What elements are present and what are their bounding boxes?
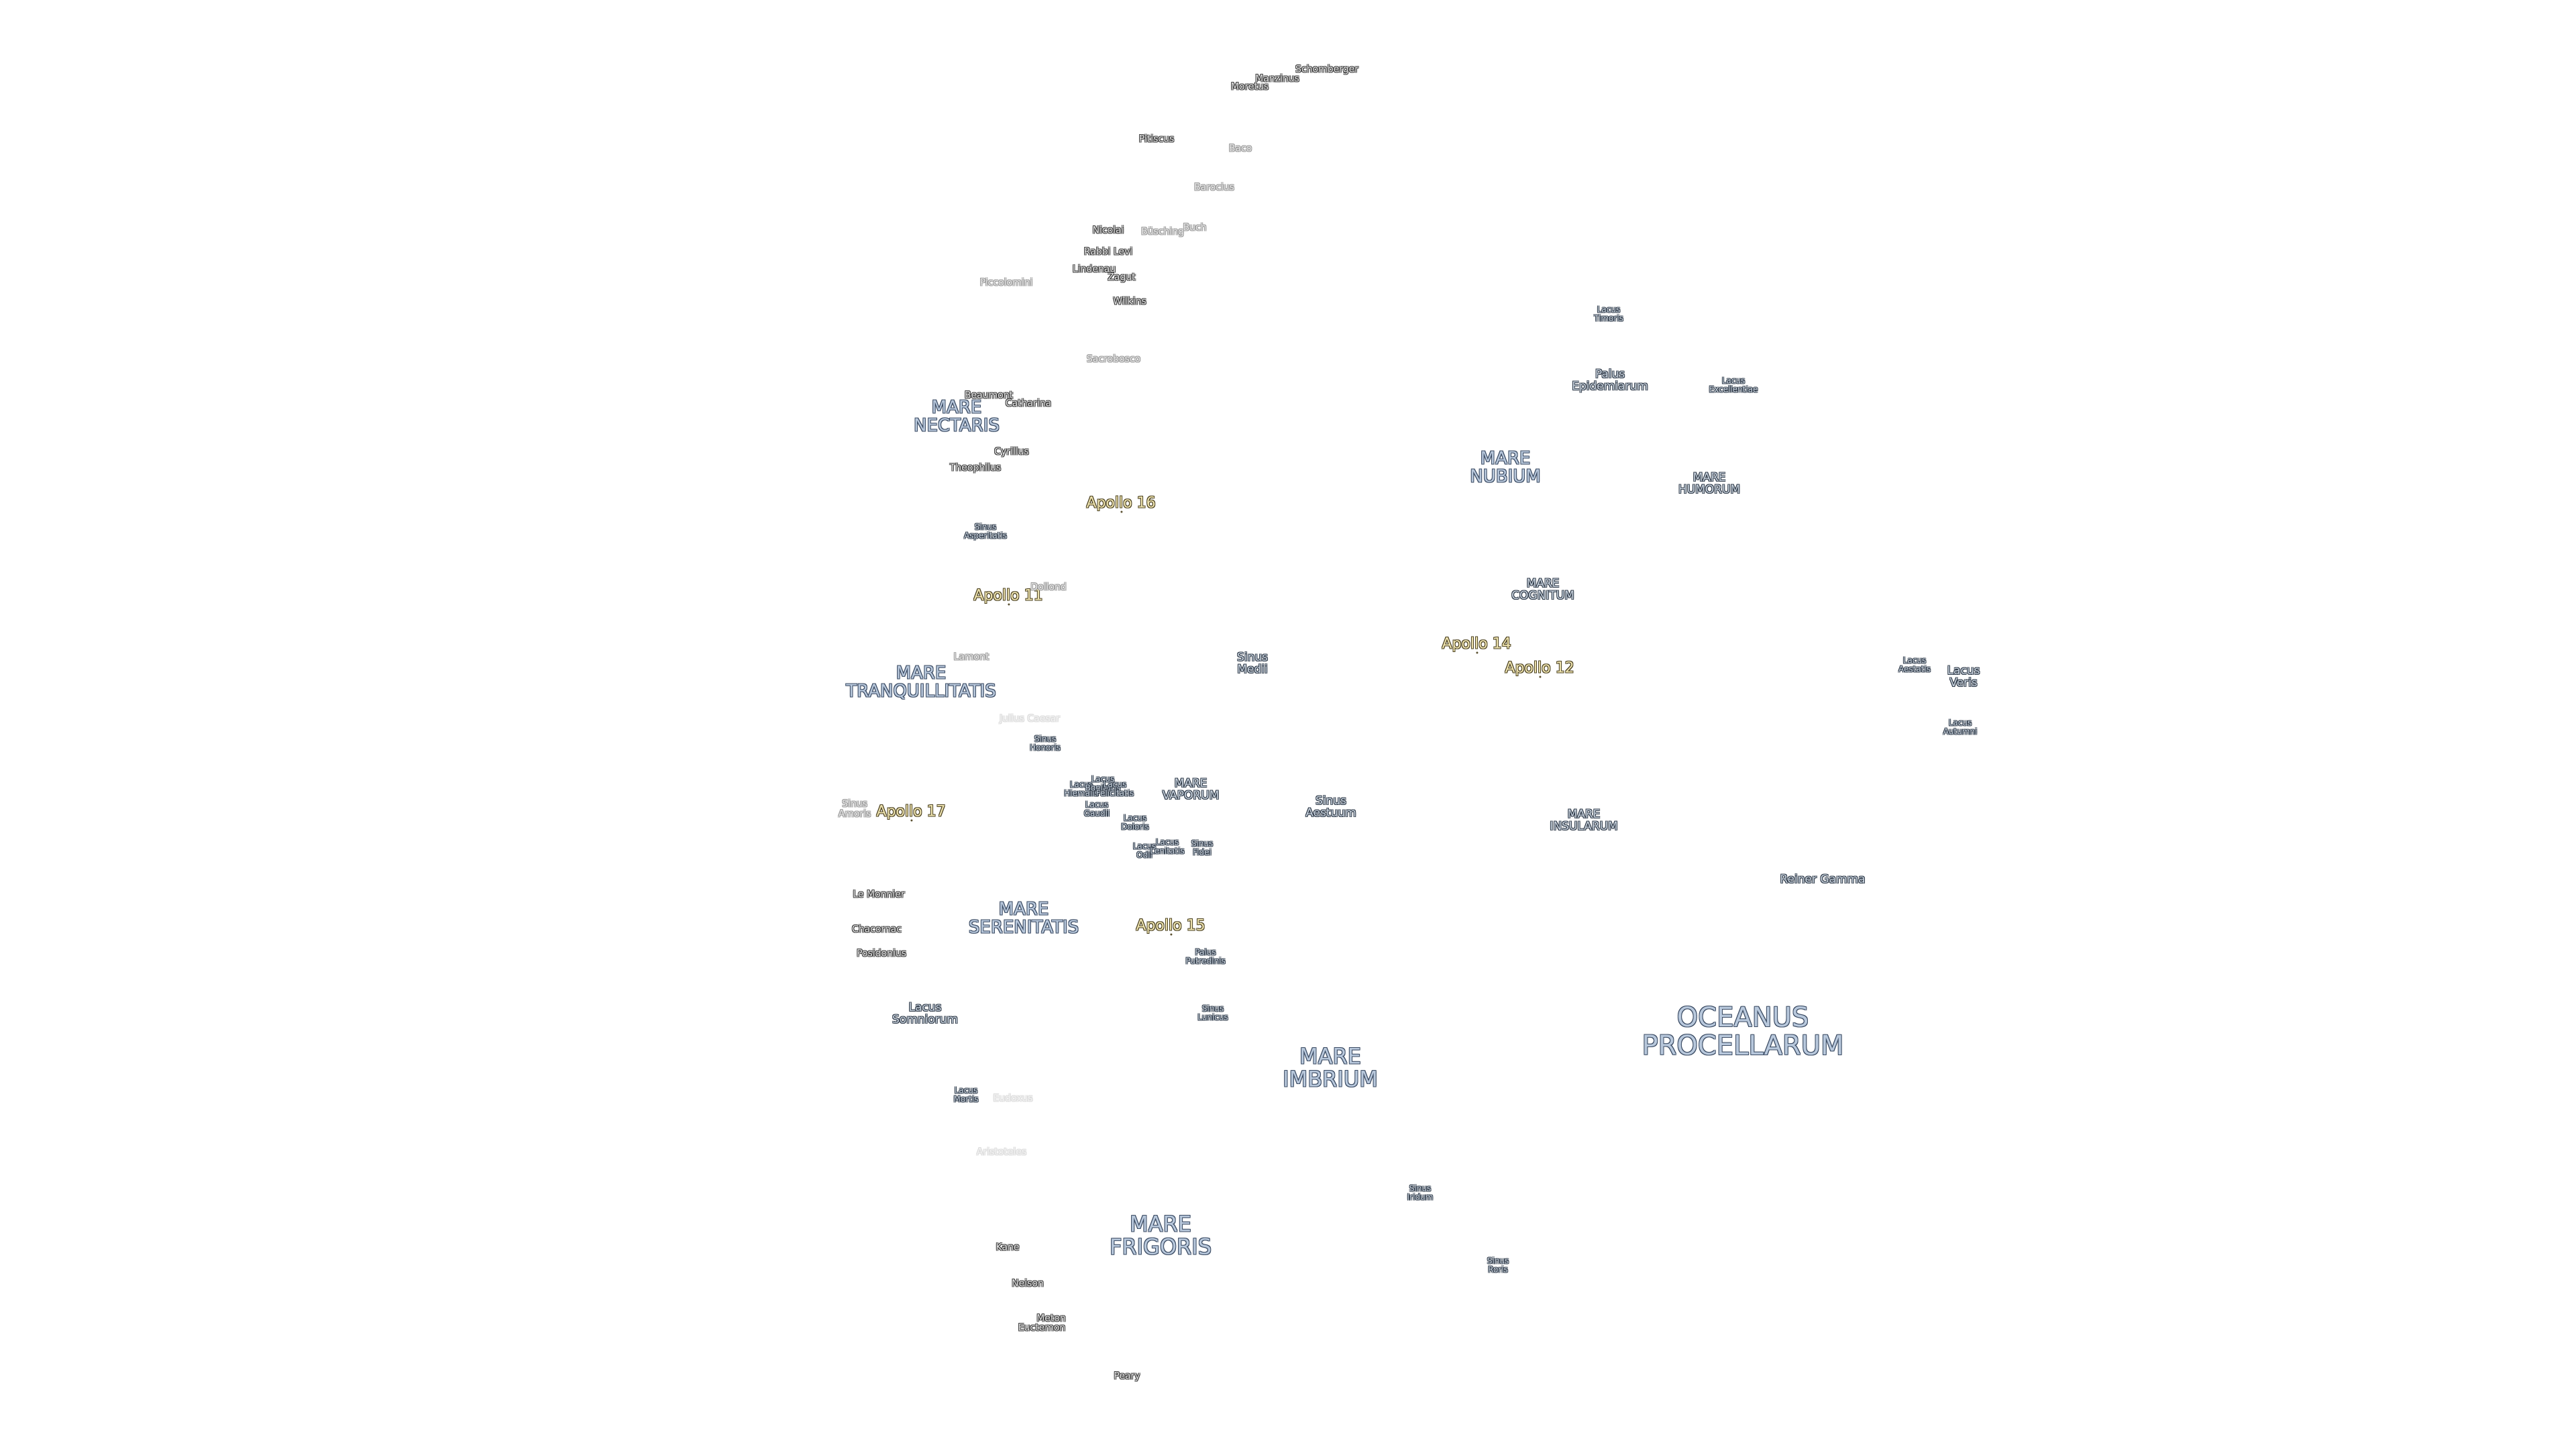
label-mare-vaporum: MARE VAPORUM [1162,777,1220,802]
label-apollo-15: Apollo 15 [1136,917,1205,936]
label-crater-euctemon: Euctemon [1018,1322,1066,1334]
label-sinus-medii: Sinus Medii [1237,651,1268,676]
label-sinus-roris: Sinus Roris [1487,1256,1509,1274]
label-mare-imbrium: MARE IMBRIUM [1283,1043,1378,1091]
label-crater-neison: Neison [1012,1278,1044,1289]
label-crater-sacrobosco: Sacrobosco [1086,354,1141,365]
label-crater-julius-caesar: Julius Caesar [1000,713,1060,724]
label-sinus-lunicus: Sinus Lunicus [1197,1004,1228,1022]
label-palus-putredinis: Palus Putredinis [1185,947,1226,965]
label-lacus-hiemalis: Lacus Hiemalis [1064,780,1099,798]
label-crater-meton: Meton [1036,1313,1066,1324]
label-crater-piccolomini: Piccolomini [979,277,1033,288]
label-crater-wilkins: Wilkins [1113,296,1146,307]
label-crater-manzinus: Manzinus [1255,73,1299,85]
label-crater-le-monnier: Le Monnier [853,889,905,900]
label-sinus-aestuum: Sinus Aestuum [1305,794,1356,820]
label-crater-buch: Buch [1183,222,1207,233]
label-apollo-17: Apollo 17 [876,803,946,822]
label-sinus-asperitatis: Sinus Asperitatis [963,522,1008,540]
label-crater-chacornac: Chacornac [851,924,902,935]
label-crater-pitiscus: Pitiscus [1138,133,1175,145]
label-lacus-gaudii: Lacus Gaudii [1083,800,1110,818]
label-mare-serenitatis: MARE SERENITATIS [968,899,1079,938]
label-mare-frigoris: MARE FRIGORIS [1109,1211,1212,1259]
label-crater-eudoxus: Eudoxus [993,1093,1033,1104]
label-crater-moretus: Moretus [1230,81,1269,93]
label-crater-lamont: Lamont [953,651,989,663]
label-sinus-amoris: Sinus Amoris [838,798,871,819]
label-mare-nubium: MARE NUBIUM [1470,448,1541,487]
label-crater-catharina: Catharina [1005,398,1052,409]
label-crater-peary: Peary [1114,1371,1140,1382]
label-lacus-aestatis: Lacus Aestatis [1898,655,1931,674]
label-lacus-odii: Lacus Odii [1132,841,1157,859]
label-crater-zagut: Zagut [1108,272,1136,283]
label-lacus-felicitatis: Lacus Felicitatis [1095,780,1134,798]
label-reiner-gamma: Reiner Gamma [1780,873,1866,887]
label-lacus-mortis: Lacus Mortis [953,1085,979,1104]
label-apollo-14: Apollo 14 [1442,635,1511,654]
label-crater-lindenau: Lindenau [1072,264,1116,275]
label-sinus-fidei: Sinus Fidei [1191,839,1214,857]
label-palus-epidemiarum: Palus Epidemiarum [1572,368,1648,393]
label-crater-beaumont: Beaumont [964,390,1014,401]
label-mare-insularum: MARE INSULARUM [1550,808,1618,833]
label-lacus-doloris: Lacus Doloris [1121,813,1149,831]
label-crater-rabbi-levi: Rabbi Levi [1083,246,1133,258]
label-lacus-excellentiae: Lacus Excellentiae [1709,376,1758,394]
label-sinus-iridum: Sinus Iridum [1407,1183,1434,1201]
label-crater-posidonius: Posidonius [856,948,907,959]
label-crater-aristoteles: Aristoteles [976,1146,1027,1158]
label-mare-humorum: MARE HUMORUM [1678,471,1741,496]
label-crater-nicolai: Nicolai [1092,225,1124,236]
label-crater-cyrillus: Cyrillus [994,446,1029,458]
label-mare-nectaris: MARE NECTARIS [914,397,1000,436]
label-crater-schomberger: Schomberger [1295,64,1358,75]
label-lacus-veris: Lacus Veris [1947,664,1980,690]
label-lacus-lenitatis: Lacus Lenitatis [1150,837,1185,855]
label-sinus-honoris: Sinus Honoris [1030,734,1061,752]
label-apollo-11: Apollo 11 [973,587,1043,606]
label-lacus-timoris: Lacus Timoris [1594,305,1623,323]
label-crater-busching: Büsching [1141,226,1184,237]
label-oceanus-procellarum: OCEANUS PROCELLARUM [1642,1002,1844,1061]
label-lacus-somniorum: Lacus Somniorum [892,1001,958,1026]
label-apollo-16: Apollo 16 [1086,494,1156,513]
label-crater-barocius: Barocius [1194,182,1234,193]
label-crater-theophilus: Theophilus [949,462,1002,474]
label-crater-baco: Baco [1228,143,1252,154]
label-lacus-autumni: Lacus Autumni [1943,718,1978,736]
label-apollo-12: Apollo 12 [1505,659,1574,678]
label-crater-kane: Kane [996,1242,1020,1253]
label-crater-dollond: Dollond [1030,582,1067,593]
label-lacus-bonitatis: Lacus Bonitatis [1085,774,1121,792]
label-mare-tranquillitatis: MARE TRANQUILLITATIS [846,663,996,702]
label-mare-cognitum: MARE COGNITUM [1511,577,1574,602]
